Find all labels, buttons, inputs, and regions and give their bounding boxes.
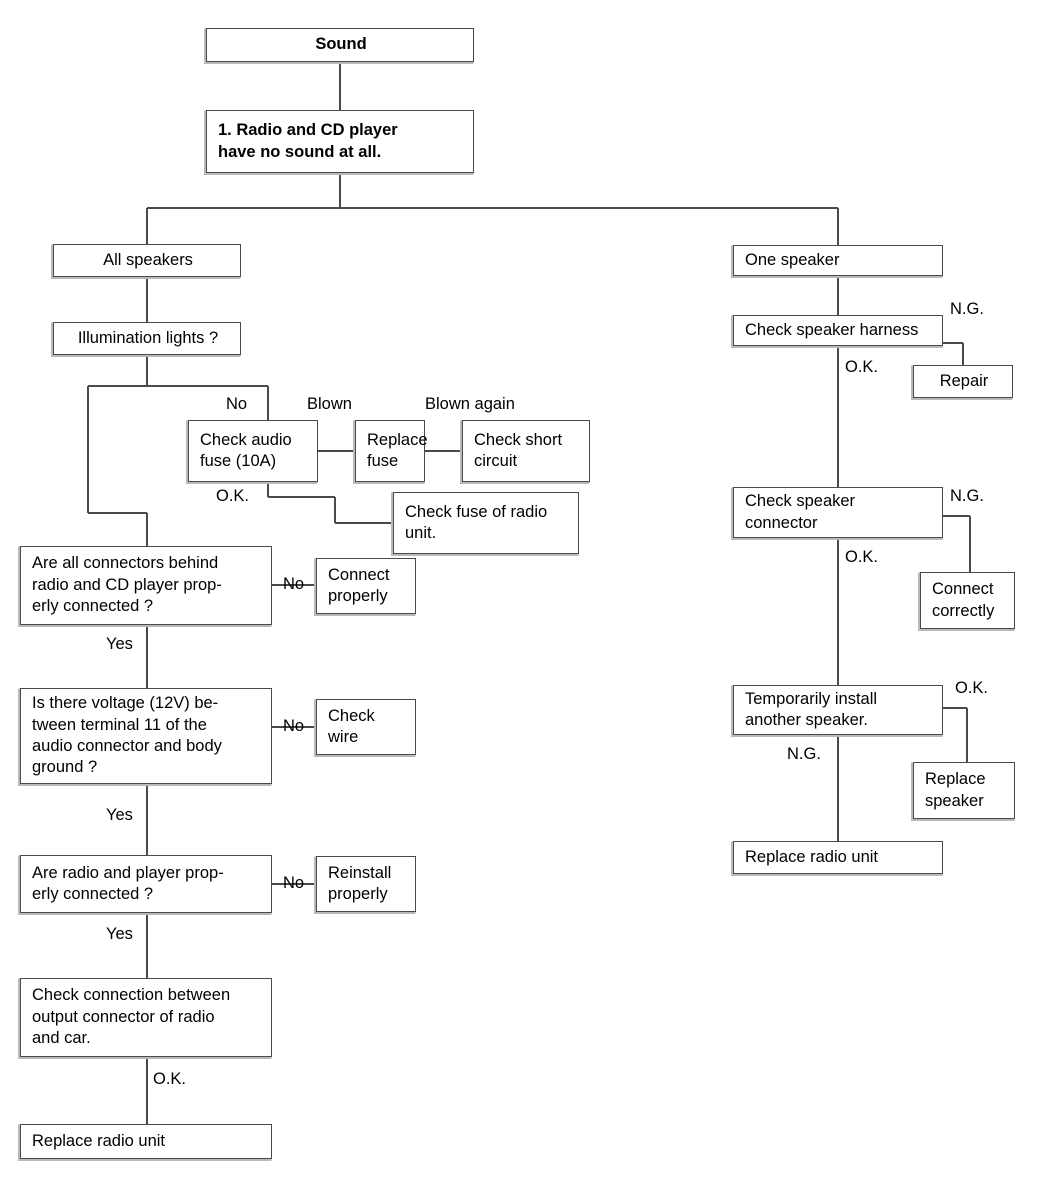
node-check-short-circuit[interactable]: Check short circuit [462,420,590,482]
edge-label-voltage-no: No [283,717,305,735]
node-replace-radio-unit-right[interactable]: Replace radio unit [733,841,943,874]
edge-label-harness-ok: O.K. [845,358,879,376]
node-temporarily-install-speaker[interactable]: Temporarily install another speaker. [733,685,943,735]
node-connect-properly[interactable]: Connect properly [316,558,416,614]
node-replace-speaker-label: Replace speaker [925,770,986,810]
edge-label-illumination-no: No [226,395,248,413]
edge-label-speaker-connector-ng: N.G. [950,487,984,505]
node-replace-radio-unit-left[interactable]: Replace radio unit [20,1124,272,1159]
node-sound-label: Sound [315,35,367,54]
node-replace-fuse[interactable]: Replace fuse [355,420,428,482]
node-connect-correctly[interactable]: Connect correctly [920,572,1015,629]
node-check-speaker-connector[interactable]: Check speaker connector [733,487,943,538]
edge-label-temp-install-ok: O.K. [955,679,989,697]
node-connectors-behind-radio[interactable]: Are all connectors behind radio and CD p… [20,546,272,625]
node-check-speaker-harness-label: Check speaker harness [745,320,919,339]
edge-label-fuse-ok: O.K. [216,487,250,505]
node-illumination-lights-label: Illumination lights ? [77,328,219,347]
edge-label-speaker-connector-ok: O.K. [845,548,879,566]
node-check-short-circuit-label: Check short circuit [474,430,563,470]
node-check-output-connection-label: Check connection between output connecto… [32,986,231,1048]
node-sound[interactable]: Sound [206,28,474,62]
node-symptom-label: 1. Radio and CD player have no sound at … [218,121,398,161]
node-check-fuse-of-radio-unit[interactable]: Check fuse of radio unit. [393,492,579,554]
edge-label-temp-install-ng: N.G. [787,745,821,763]
node-connectors-behind-radio-label: Are all connectors behind radio and CD p… [32,554,222,616]
node-replace-radio-unit-left-label: Replace radio unit [32,1131,165,1150]
node-illumination-lights[interactable]: Illumination lights ? [53,322,241,355]
node-check-speaker-connector-label: Check speaker connector [745,492,856,532]
node-check-output-connection[interactable]: Check connection between output connecto… [20,978,272,1057]
node-all-speakers-label: All speakers [103,250,193,269]
node-connect-correctly-label: Connect correctly [932,580,995,620]
node-voltage-check-label: Is there voltage (12V) be- tween termina… [32,694,222,777]
node-replace-radio-unit-right-label: Replace radio unit [745,847,878,866]
node-symptom[interactable]: 1. Radio and CD player have no sound at … [206,110,474,173]
edge-label-radio-player-no: No [283,874,305,892]
node-check-audio-fuse-label: Check audio fuse (10A) [200,430,292,470]
node-one-speaker[interactable]: One speaker [733,245,943,276]
node-check-audio-fuse[interactable]: Check audio fuse (10A) [188,420,318,482]
edge-label-harness-ng: N.G. [950,300,984,318]
node-check-speaker-harness[interactable]: Check speaker harness [733,315,943,346]
edge-label-radio-player-yes: Yes [106,925,133,943]
node-reinstall-properly[interactable]: Reinstall properly [316,856,416,912]
edge-label-fuse-blown-again: Blown again [425,395,515,413]
edge-label-output-ok: O.K. [153,1070,187,1088]
node-check-fuse-of-radio-unit-label: Check fuse of radio unit. [405,502,548,542]
node-replace-fuse-label: Replace fuse [367,430,428,470]
edge-label-fuse-blown: Blown [307,395,352,413]
node-one-speaker-label: One speaker [745,250,840,269]
node-repair[interactable]: Repair [913,365,1013,398]
node-check-wire[interactable]: Check wire [316,699,416,755]
node-repair-label: Repair [939,371,989,390]
node-replace-speaker[interactable]: Replace speaker [913,762,1015,819]
node-reinstall-properly-label: Reinstall properly [328,863,392,903]
edge-label-connectors-no: No [283,575,305,593]
node-check-wire-label: Check wire [328,706,375,746]
node-temporarily-install-speaker-label: Temporarily install another speaker. [745,689,878,729]
edge-label-voltage-yes: Yes [106,806,133,824]
node-radio-player-connected[interactable]: Are radio and player prop- erly connecte… [20,855,272,913]
edge-label-connectors-yes: Yes [106,635,133,653]
node-connect-properly-label: Connect properly [328,565,390,605]
node-all-speakers[interactable]: All speakers [53,244,241,277]
node-voltage-check[interactable]: Is there voltage (12V) be- tween termina… [20,688,272,784]
node-radio-player-connected-label: Are radio and player prop- erly connecte… [32,863,224,903]
